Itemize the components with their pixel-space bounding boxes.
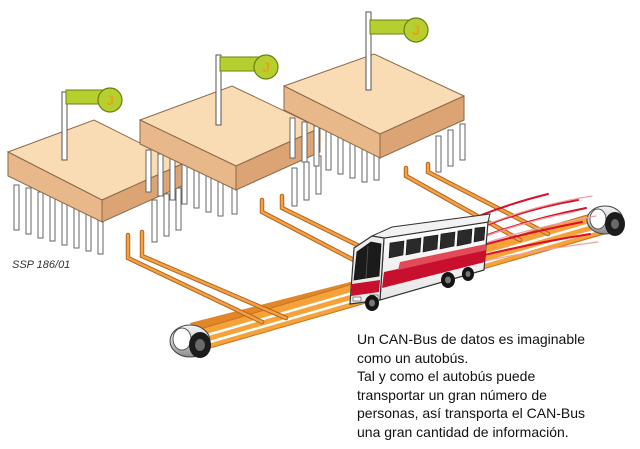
flag-unit-2: J	[215, 54, 279, 126]
caption-line-5: personas, así transporta el CAN-Bus	[357, 405, 585, 421]
left-roller	[169, 324, 211, 358]
control-unit-3	[282, 53, 466, 183]
caption-line-3: Tal y como el autobús puede	[357, 368, 536, 384]
caption-line-2: como un autobús.	[357, 349, 469, 366]
right-roller	[586, 205, 625, 236]
flag-unit-1: J	[61, 87, 123, 161]
flag-letter-2: J	[262, 59, 270, 75]
caption-text: Un CAN-Bus de datos es imaginable como u…	[357, 330, 637, 441]
control-unit-1	[6, 119, 184, 255]
figure-reference: SSP 186/01	[12, 259, 71, 271]
flag-letter-3: J	[412, 22, 420, 38]
flag-unit-3: J	[365, 11, 429, 91]
caption-line-1: Un CAN-Bus de datos es imaginable	[357, 331, 586, 347]
flag-letter-1: J	[106, 92, 114, 108]
caption-line-4: transportar un gran número de	[357, 386, 547, 403]
bus-icon	[349, 213, 491, 311]
caption-line-6: una gran cantidad de información.	[357, 423, 569, 440]
